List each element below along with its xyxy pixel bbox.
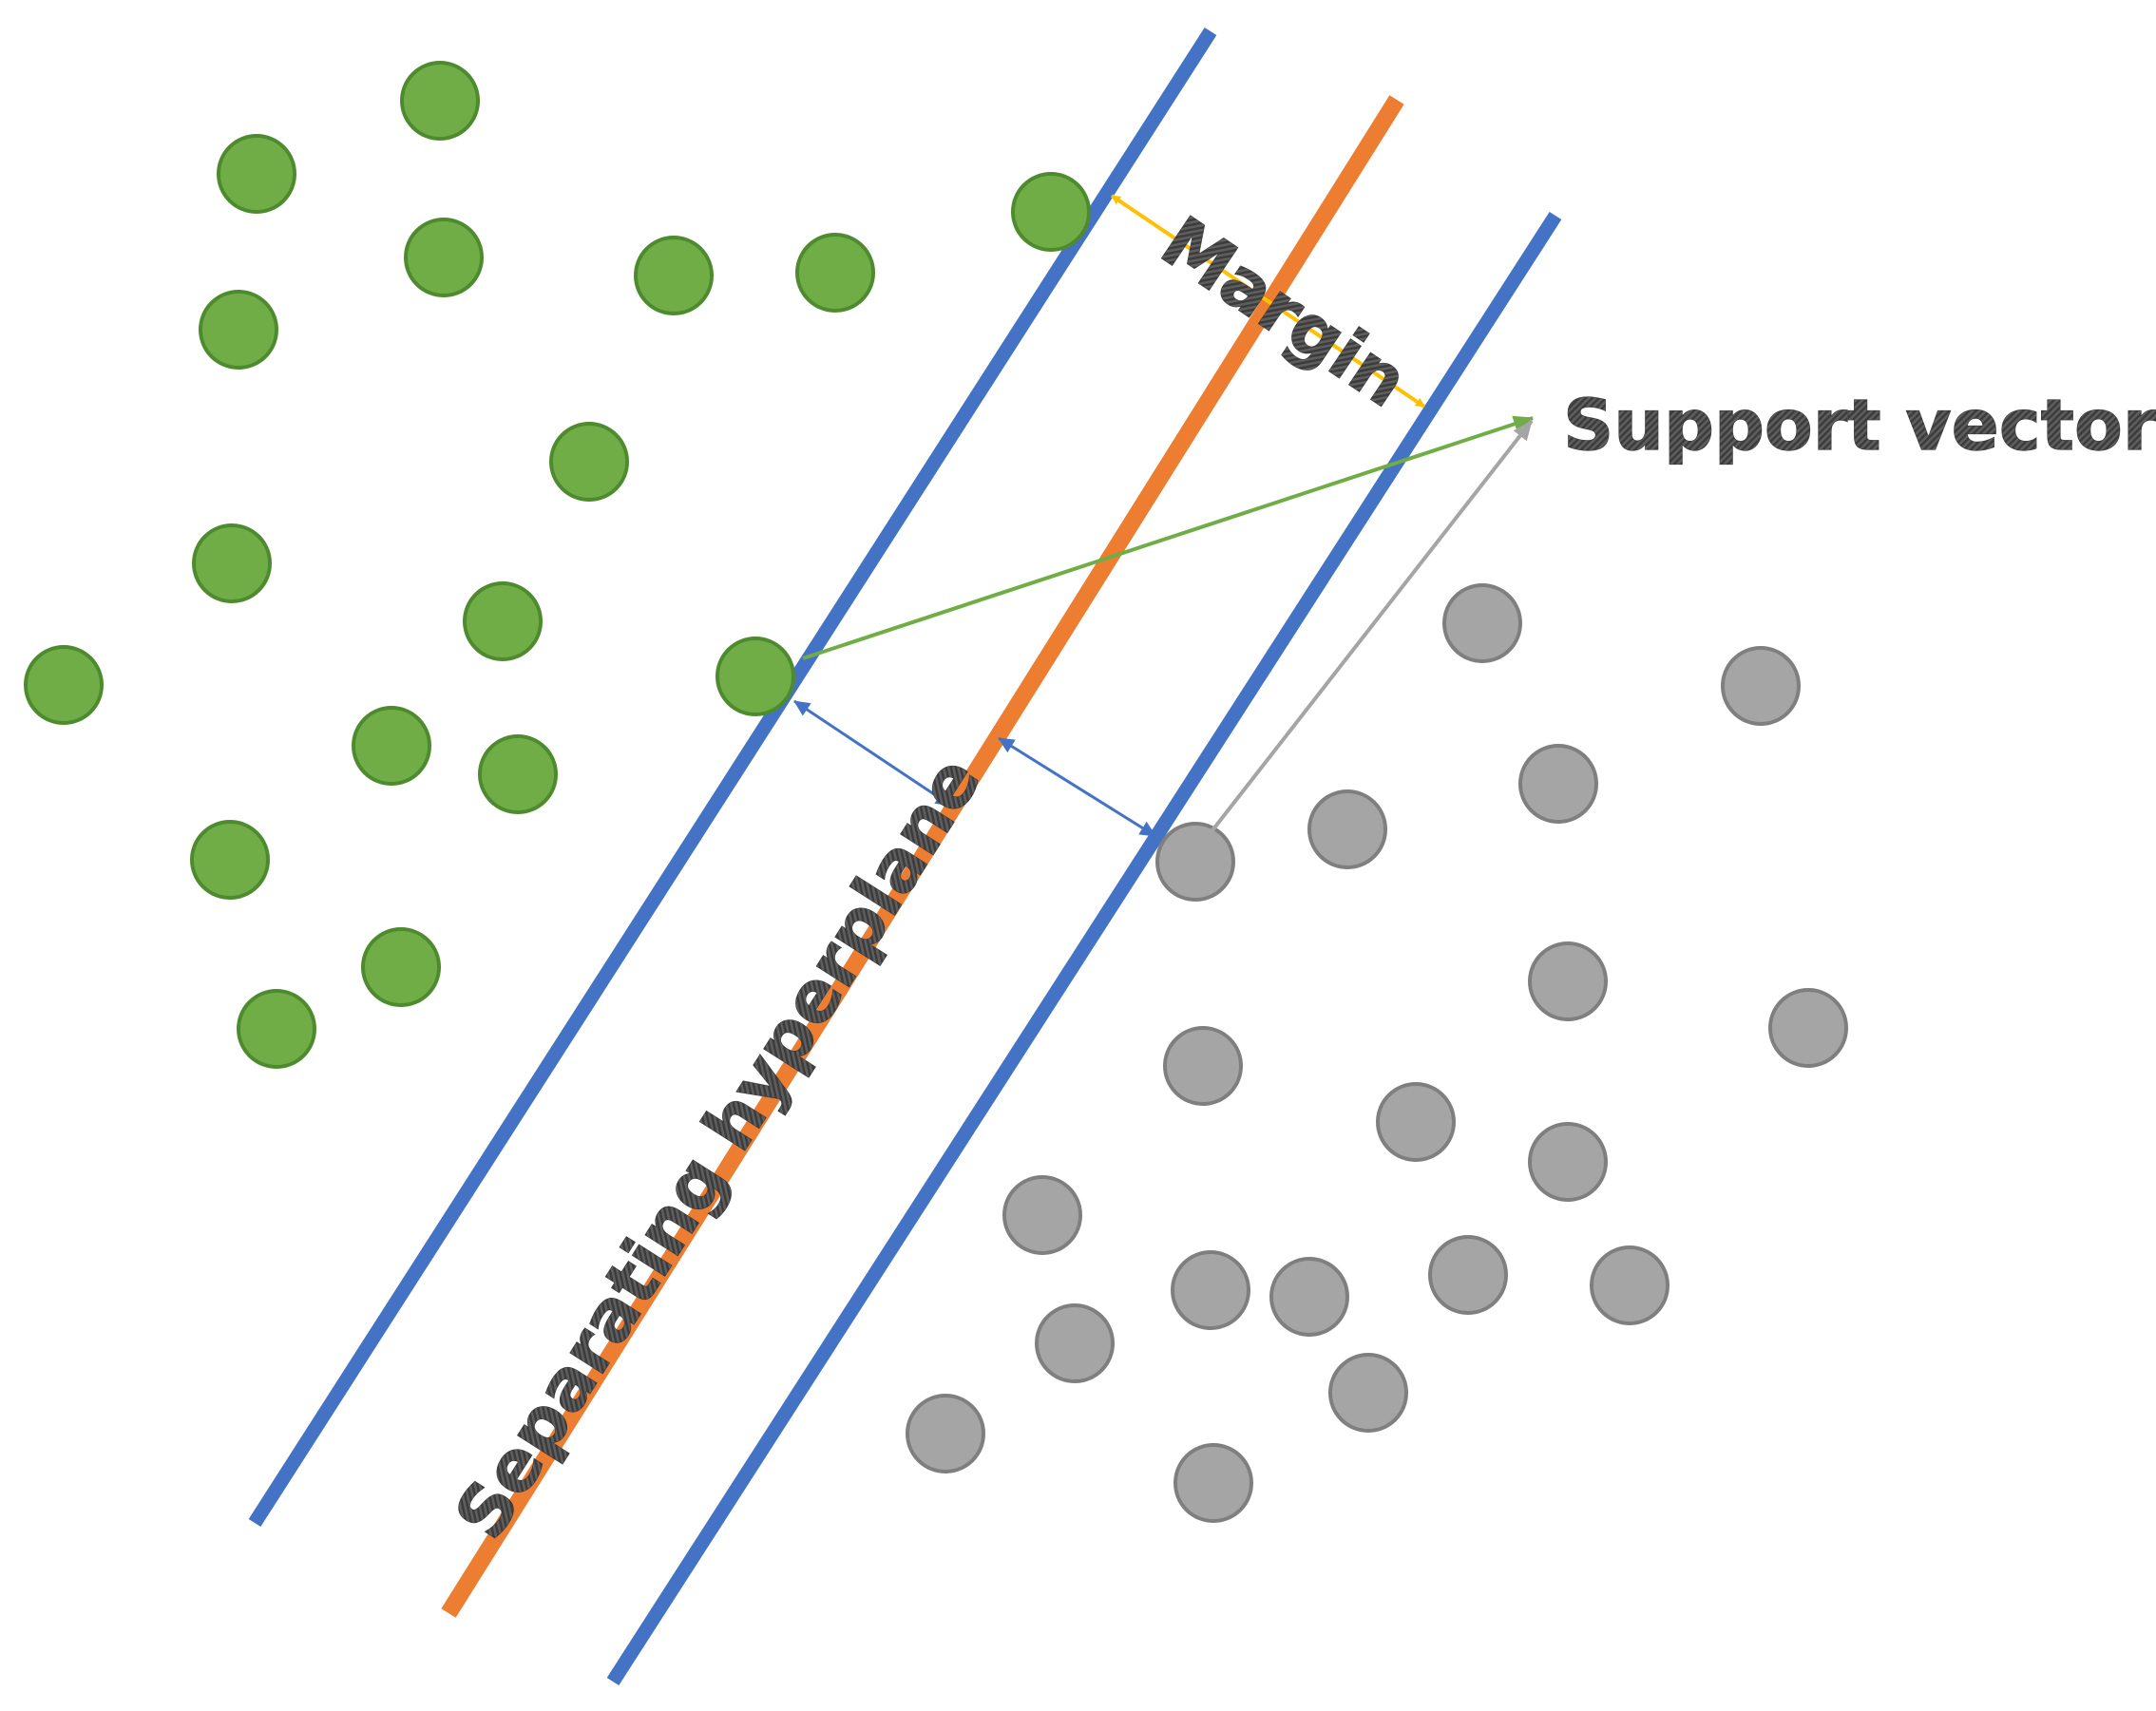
pointer-arrow-green	[802, 415, 1534, 660]
class-b-point-7	[1768, 988, 1848, 1068]
class-b-point-6	[1528, 941, 1608, 1021]
class-a-point-15	[190, 820, 270, 900]
margin-arrow	[1110, 194, 1426, 409]
class-a-point-7	[1011, 172, 1091, 252]
margin-line-left	[248, 27, 1217, 1528]
class-b-point-17	[1328, 1353, 1408, 1433]
class-b-point-9	[1376, 1082, 1456, 1162]
class-b-point-12	[1428, 1235, 1508, 1315]
class-b-point-13	[1171, 1250, 1250, 1330]
class-a-points	[24, 61, 1091, 1069]
class-a-point-5	[634, 236, 714, 315]
pointer-arrow-gray	[1211, 419, 1534, 832]
class-a-point-13	[352, 706, 431, 786]
distance-arrow-right	[998, 736, 1156, 838]
class-b-point-8	[1163, 1026, 1243, 1106]
class-b-point-11	[1002, 1175, 1082, 1255]
class-a-point-17	[237, 989, 316, 1069]
class-a-point-3	[404, 218, 484, 297]
class-b-point-16	[1035, 1303, 1115, 1383]
class-b-point-3	[1518, 744, 1598, 824]
class-b-point-4	[1307, 789, 1387, 869]
class-b-points	[906, 583, 1848, 1523]
class-b-point-15	[1590, 1245, 1669, 1325]
class-a-point-6	[795, 233, 875, 313]
class-a-point-10	[463, 581, 543, 661]
class-a-point-16	[361, 927, 441, 1007]
class-b-point-14	[1269, 1257, 1349, 1337]
class-b-point-10	[1528, 1122, 1608, 1202]
class-b-point-2	[1721, 646, 1801, 726]
class-b-point-1	[1442, 583, 1522, 663]
class-a-point-2	[217, 134, 296, 214]
class-b-point-5	[1155, 822, 1235, 902]
class-a-point-11	[24, 645, 104, 725]
margin-line-right	[606, 211, 1562, 1686]
distance-arrow-left	[793, 699, 952, 808]
support-vectors-label: Support vectors	[1563, 385, 2156, 466]
class-a-point-1	[400, 61, 480, 141]
class-b-point-19	[1173, 1443, 1253, 1523]
class-a-point-4	[199, 290, 278, 370]
margin-label: Margin	[1147, 201, 1421, 424]
class-a-point-9	[192, 523, 272, 603]
class-a-point-12	[715, 637, 795, 716]
class-a-point-8	[549, 422, 629, 502]
class-a-point-14	[478, 734, 558, 814]
class-b-point-18	[906, 1394, 985, 1473]
